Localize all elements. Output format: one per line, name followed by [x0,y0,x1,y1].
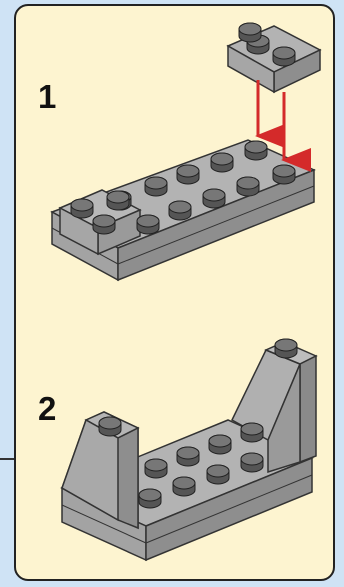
stud [99,417,121,436]
stud [237,177,259,196]
stud [211,153,233,172]
stud [273,165,295,184]
stud [139,489,161,508]
stud [203,189,225,208]
stud [145,459,167,478]
stud [173,477,195,496]
stud [275,339,297,358]
stud [241,453,263,472]
stud [177,447,199,466]
stud [207,465,229,484]
stud [169,201,191,220]
stud [93,215,115,234]
stud [137,215,159,234]
stud [71,199,93,218]
stud [245,141,267,160]
stud [177,165,199,184]
stud [107,191,129,210]
stud [273,47,295,66]
stud [209,435,231,454]
stud [239,23,261,42]
stud [241,423,263,442]
stud [145,177,167,196]
